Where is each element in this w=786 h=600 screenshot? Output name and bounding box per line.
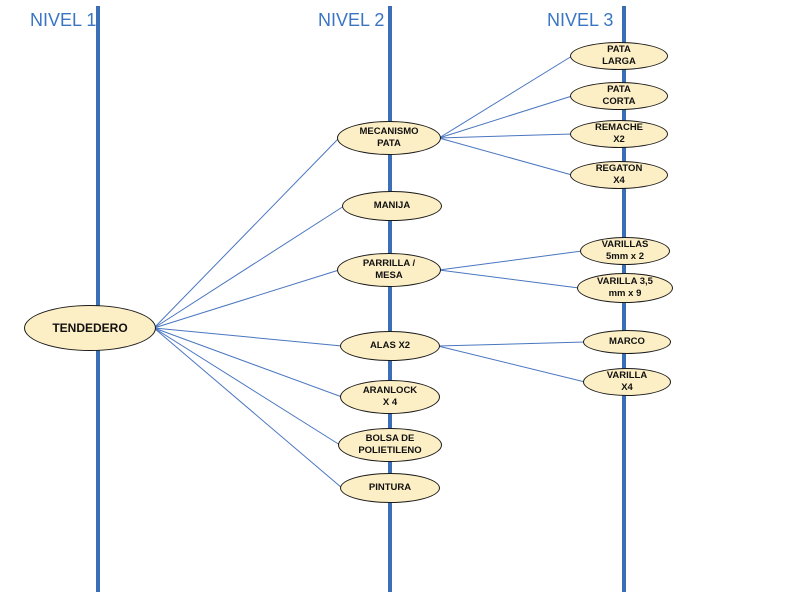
node-label: MECANISMO PATA: [359, 126, 419, 149]
connector-parrilla-varillas-5mm: [438, 250, 583, 271]
node-varilla-35: VARILLA 3,5 mm x 9: [577, 273, 673, 303]
node-pata-corta: PATA CORTA: [570, 82, 668, 110]
node-label: PATA LARGA: [602, 44, 636, 67]
node-label: MARCO: [609, 336, 645, 347]
connector-alas-varilla-x4: [437, 345, 586, 383]
node-label: VARILLA 3,5 mm x 9: [597, 276, 653, 299]
connector-mecanismo-pata-corta: [438, 95, 573, 139]
node-remache: REMACHE X2: [570, 120, 668, 148]
node-label: VARILLA X4: [606, 370, 648, 393]
node-label: REMACHE X2: [594, 122, 644, 145]
connector-root-mecanismo: [153, 137, 340, 329]
node-varillas-5mm: VARILLAS 5mm x 2: [580, 237, 670, 265]
node-pata-larga: PATA LARGA: [570, 42, 668, 70]
node-manija: MANIJA: [342, 191, 442, 221]
node-mecanismo-pata: MECANISMO PATA: [337, 121, 441, 155]
connector-parrilla-varilla-35: [438, 269, 580, 289]
connector-alas-marco: [437, 341, 586, 347]
node-label: ALAS X2: [369, 340, 411, 351]
connector-root-parrilla: [153, 269, 340, 329]
node-root-label: TENDEDERO: [52, 321, 128, 335]
connector-root-bolsa: [153, 327, 341, 446]
node-marco: MARCO: [583, 330, 671, 354]
connector-mecanismo-pata-larga: [438, 55, 573, 139]
node-label: PINTURA: [368, 482, 412, 493]
node-regaton: REGATON X4: [570, 161, 668, 189]
node-label: VARILLAS 5mm x 2: [601, 239, 649, 262]
node-aranlock: ARANLOCK X 4: [340, 380, 440, 414]
node-label: MANIJA: [373, 200, 411, 211]
connector-mecanismo-remache: [438, 133, 573, 139]
connector-root-pintura: [153, 327, 343, 489]
level-2-axis: [388, 6, 392, 592]
connector-root-alas: [153, 327, 343, 347]
connector-root-manija: [153, 205, 345, 329]
node-varilla-x4: VARILLA X4: [583, 368, 671, 396]
node-root: TENDEDERO: [24, 305, 156, 351]
node-bolsa-polietileno: BOLSA DE POLIETILENO: [338, 428, 442, 462]
level-3-title: NIVEL 3: [547, 10, 614, 30]
connector-root-aranlock: [153, 327, 343, 398]
node-label: PARRILLA / MESA: [362, 258, 416, 281]
node-label: PATA CORTA: [602, 84, 636, 107]
level-2-title: NIVEL 2: [318, 10, 385, 30]
level-1-axis: [96, 6, 100, 592]
node-label: REGATON X4: [595, 163, 643, 186]
node-alas: ALAS X2: [340, 331, 440, 361]
connector-mecanismo-regaton: [438, 137, 573, 176]
node-pintura: PINTURA: [340, 473, 440, 503]
node-label: BOLSA DE POLIETILENO: [358, 433, 422, 456]
node-label: ARANLOCK X 4: [362, 385, 418, 408]
node-parrilla-mesa: PARRILLA / MESA: [337, 253, 441, 287]
level-1-title: NIVEL 1: [30, 10, 97, 30]
